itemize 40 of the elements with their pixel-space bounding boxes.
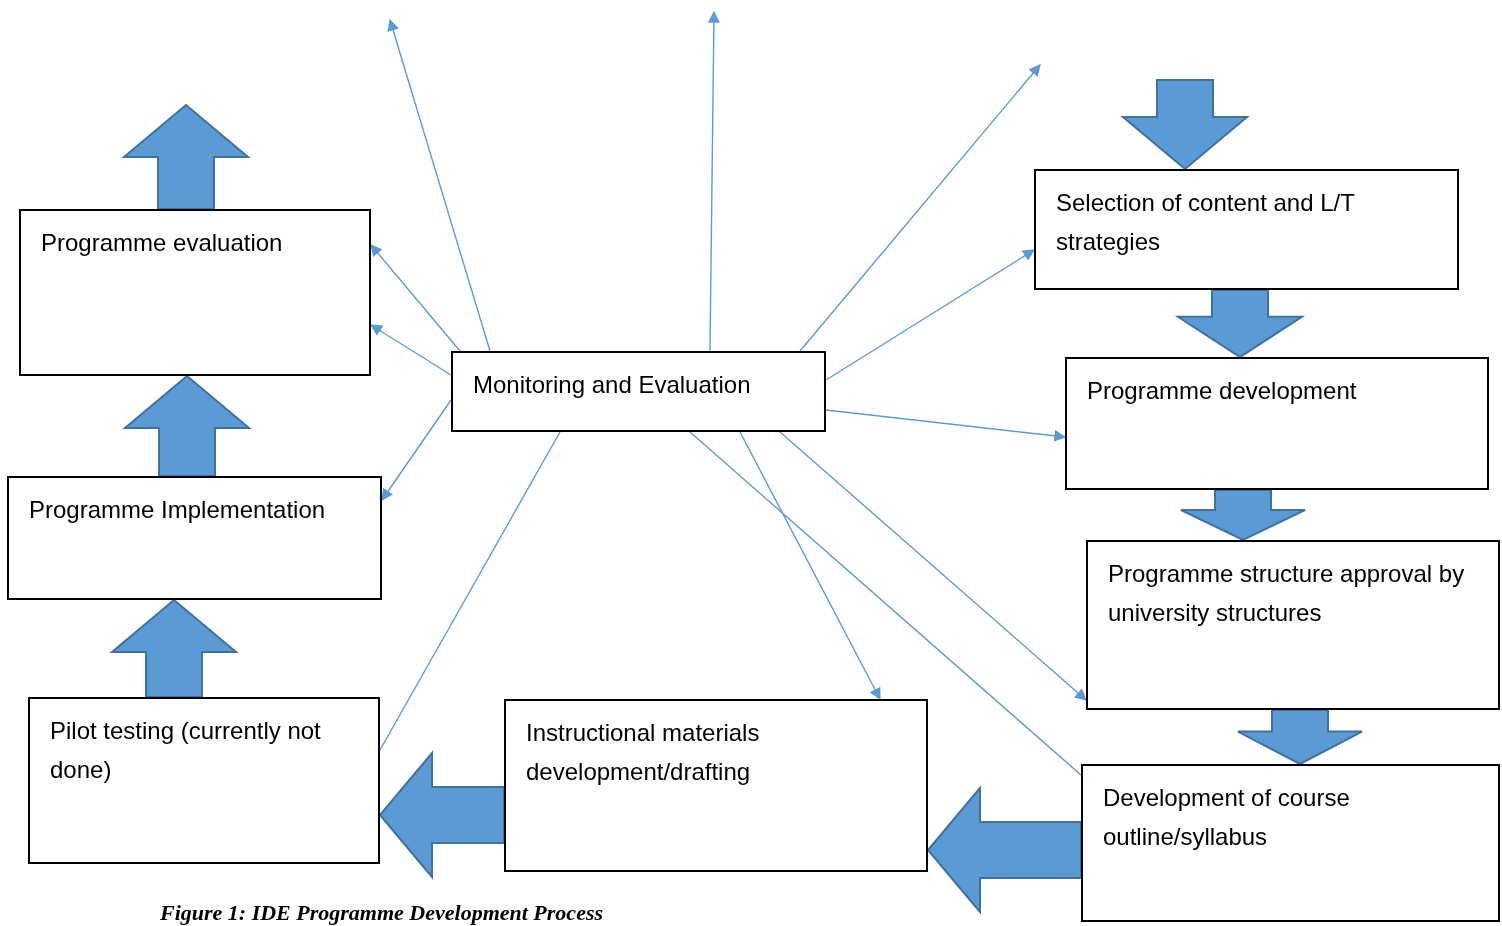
block-arrow (1180, 489, 1306, 542)
arrow (825, 409, 1067, 442)
block-arrow (122, 374, 252, 477)
block-arrow (1237, 709, 1363, 766)
arrow (799, 64, 1041, 352)
node-text: Instructional materials development/drafting (526, 718, 761, 787)
arrow (707, 10, 720, 352)
node-text: Programme Implementation (29, 495, 326, 525)
process-box (1086, 540, 1500, 710)
node-text: Programme development (1087, 376, 1357, 406)
process-box (451, 351, 826, 432)
node-text: Programme evaluation (41, 228, 283, 258)
block-arrow (1120, 79, 1250, 171)
connector-line (379, 431, 561, 751)
node-text: Programme structure approval by university structures (1108, 559, 1466, 628)
block-arrow (121, 103, 251, 210)
process-box (504, 699, 928, 872)
process-box (1034, 169, 1459, 290)
process-box (1081, 764, 1500, 922)
block-arrow (1174, 289, 1306, 359)
arrow (370, 244, 461, 352)
node-text: Pilot testing (currently not done) (50, 716, 322, 785)
connector-line (689, 431, 1082, 776)
block-arrow (926, 785, 1082, 915)
process-box (28, 697, 380, 864)
process-box (1065, 357, 1489, 490)
caption: Figure 1: IDE Programme Development Process (160, 900, 604, 926)
process-box (19, 209, 371, 376)
arrow (387, 18, 491, 352)
arrow (739, 431, 881, 701)
arrow (779, 431, 1087, 701)
arrow (825, 249, 1035, 381)
node-text: Development of course outline/syllabus (1103, 783, 1351, 852)
arrow (381, 399, 452, 501)
block-arrow (378, 750, 505, 880)
node-text: Monitoring and Evaluation (473, 370, 751, 400)
block-arrow (109, 598, 239, 698)
process-box (7, 476, 382, 600)
arrow (370, 324, 452, 376)
node-text: Selection of content and L/T strategies (1056, 188, 1356, 257)
